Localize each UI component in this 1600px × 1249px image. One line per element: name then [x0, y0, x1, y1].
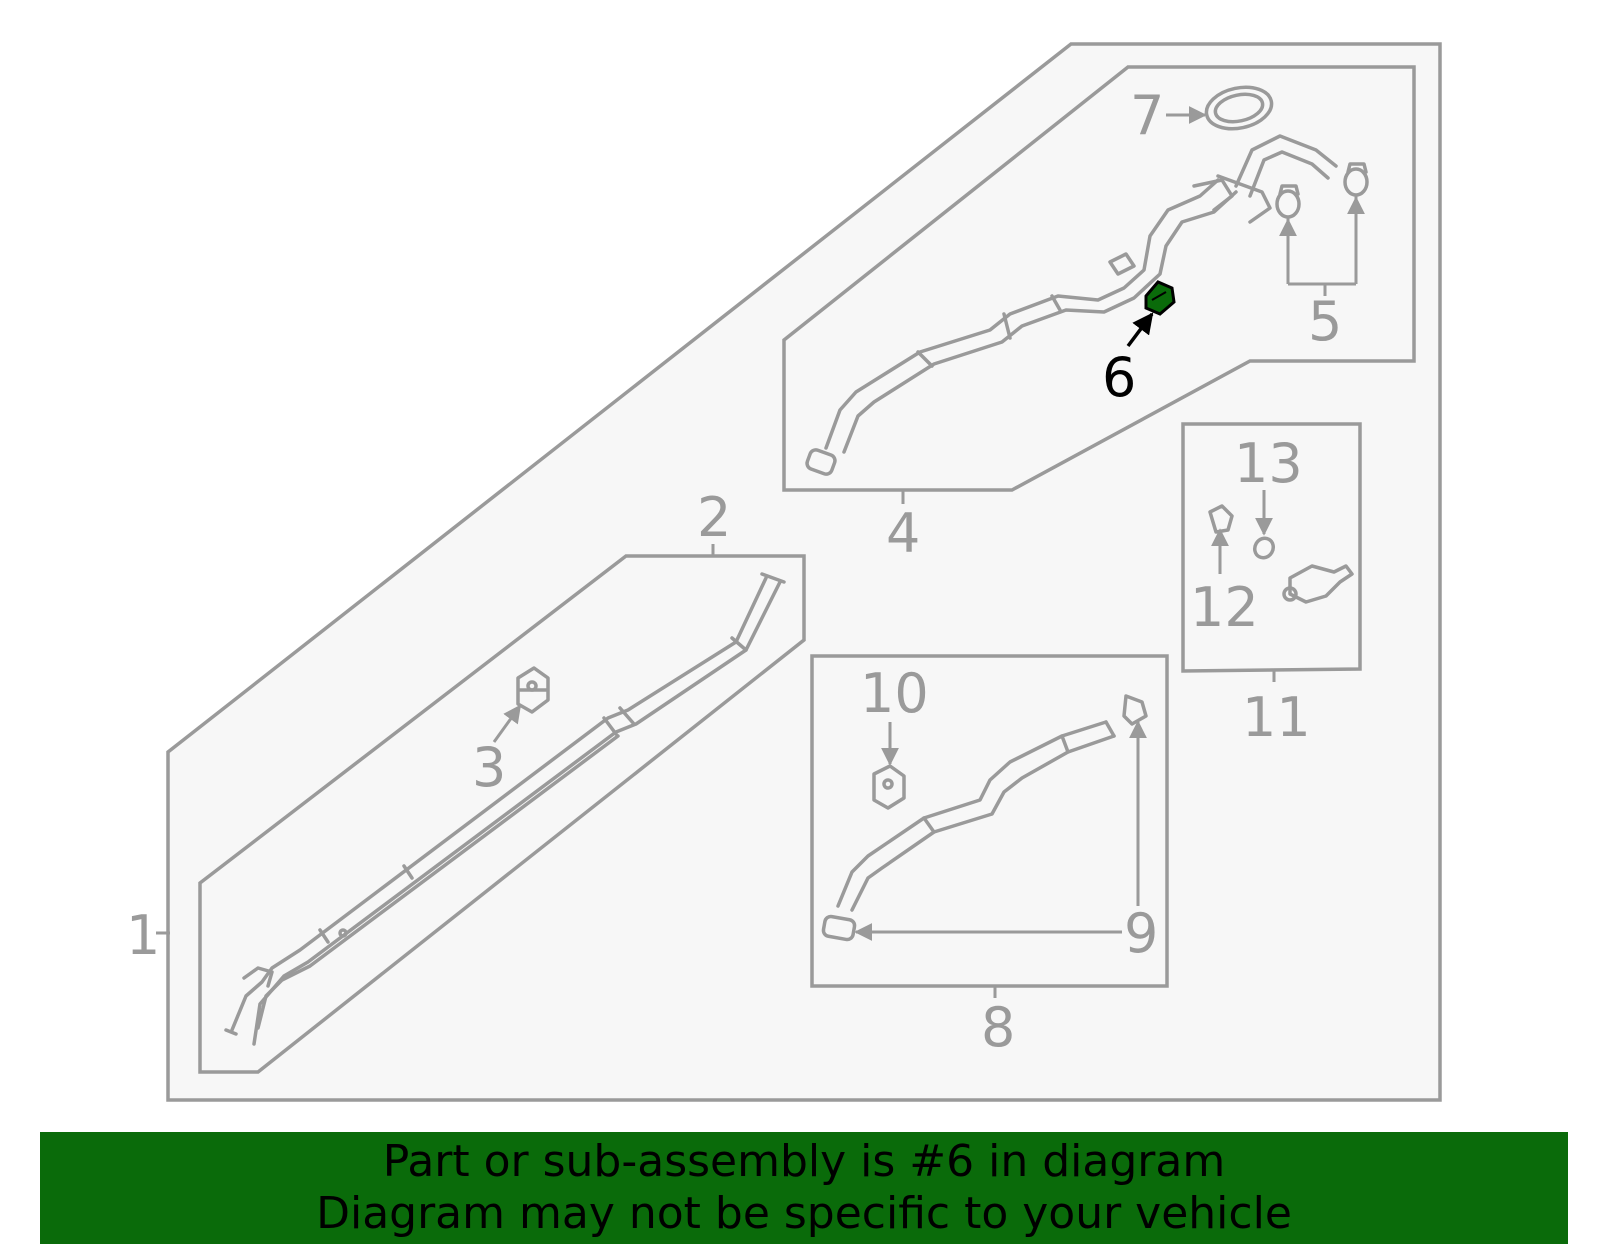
callout-12[interactable]: 12 [1190, 576, 1259, 639]
callout-3[interactable]: 3 [472, 736, 506, 799]
leader-3 [492, 704, 522, 743]
clamps-part-5 [1275, 162, 1369, 219]
callout-11[interactable]: 11 [1242, 686, 1311, 749]
hose-assembly-4 [805, 134, 1338, 476]
hose-assembly-2 [224, 572, 786, 1046]
callout-6[interactable]: 6 [1102, 346, 1136, 409]
clip-part-10 [872, 764, 906, 810]
leader-5 [1286, 196, 1358, 296]
callout-7[interactable]: 7 [1130, 84, 1164, 147]
clip-part-3 [516, 666, 550, 714]
banner-line-2: Diagram may not be specific to your vehi… [316, 1188, 1292, 1239]
callout-5[interactable]: 5 [1308, 290, 1342, 353]
assembly-4-frame [782, 65, 1416, 492]
leader-6[interactable] [1126, 312, 1154, 348]
callout-9[interactable]: 9 [1124, 902, 1158, 965]
callout-10[interactable]: 10 [860, 662, 929, 725]
callout-13[interactable]: 13 [1234, 432, 1303, 495]
info-banner: Part or sub-assembly is #6 in diagram Di… [40, 1132, 1568, 1244]
callout-2[interactable]: 2 [697, 486, 731, 549]
callout-4[interactable]: 4 [886, 502, 920, 565]
assembly-2-frame [198, 554, 806, 1074]
callout-1[interactable]: 1 [126, 904, 160, 967]
banner-line-1: Part or sub-assembly is #6 in diagram [382, 1136, 1226, 1187]
assembly-11-frame [1181, 422, 1362, 673]
clip-part-6-highlight [1144, 280, 1176, 316]
hose-assembly-8 [821, 694, 1148, 942]
callout-8[interactable]: 8 [981, 996, 1015, 1059]
